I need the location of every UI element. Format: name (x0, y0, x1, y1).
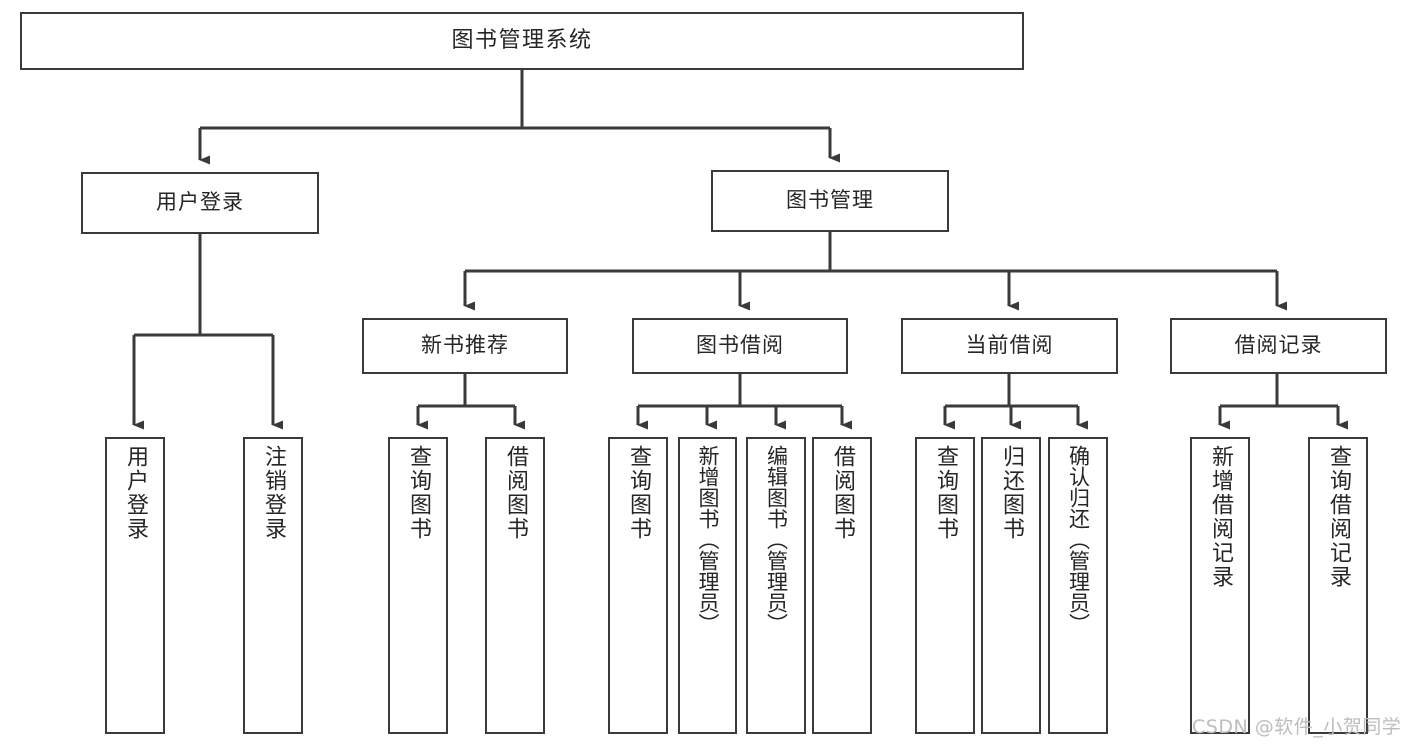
node-new-book-recommend-label: 新书推荐 (421, 333, 509, 358)
node-leaf-logout-login-label: 注销登录 (261, 445, 286, 541)
node-new-book-recommend[interactable]: 新书推荐 (362, 318, 568, 374)
node-user-login[interactable]: 用户登录 (81, 172, 319, 234)
node-leaf-return-book-label: 归还图书 (999, 445, 1024, 541)
node-leaf-edit-book-admin-label: 编辑图书（管理员） (764, 445, 789, 634)
node-book-manage-label: 图书管理 (786, 188, 874, 213)
node-leaf-add-borrow-record[interactable]: 新增借阅记录 (1190, 437, 1250, 734)
node-current-borrow-label: 当前借阅 (965, 333, 1054, 358)
node-leaf-query-borrow-record[interactable]: 查询借阅记录 (1308, 437, 1368, 734)
node-book-borrow-label: 图书借阅 (696, 333, 784, 358)
node-root-label: 图书管理系统 (451, 27, 593, 53)
node-leaf-edit-book-admin[interactable]: 编辑图书（管理员） (746, 437, 806, 734)
node-current-borrow[interactable]: 当前借阅 (901, 318, 1118, 374)
node-book-borrow[interactable]: 图书借阅 (632, 318, 848, 374)
node-leaf-add-book-admin-label: 新增图书（管理员） (696, 445, 720, 634)
node-leaf-borrow-book-recommend-label: 借阅图书 (503, 445, 528, 541)
node-user-login-label: 用户登录 (156, 190, 244, 215)
node-leaf-logout-login[interactable]: 注销登录 (243, 437, 303, 734)
csdn-watermark: CSDN @软件_小贺同学 (1192, 716, 1402, 738)
node-root[interactable]: 图书管理系统 (20, 12, 1024, 70)
node-borrow-record[interactable]: 借阅记录 (1170, 318, 1387, 374)
node-leaf-user-login-label: 用户登录 (123, 445, 148, 541)
node-leaf-add-borrow-record-label: 新增借阅记录 (1208, 445, 1233, 589)
node-leaf-query-book-current-label: 查询图书 (933, 445, 958, 541)
node-leaf-query-book-recommend-label: 查询图书 (406, 445, 431, 541)
node-leaf-confirm-return-admin-label: 确认归还（管理员） (1066, 445, 1091, 634)
node-leaf-add-book-admin[interactable]: 新增图书（管理员） (678, 437, 737, 734)
node-leaf-query-borrow-record-label: 查询借阅记录 (1326, 445, 1351, 589)
node-leaf-borrow-book-label: 借阅图书 (830, 445, 855, 541)
node-leaf-query-book-recommend[interactable]: 查询图书 (388, 437, 448, 734)
node-leaf-borrow-book-recommend[interactable]: 借阅图书 (485, 437, 545, 734)
node-leaf-confirm-return-admin[interactable]: 确认归还（管理员） (1048, 437, 1108, 734)
node-leaf-user-login[interactable]: 用户登录 (105, 437, 165, 734)
node-leaf-query-book-borrow-label: 查询图书 (626, 445, 651, 541)
node-borrow-record-label: 借阅记录 (1234, 333, 1323, 358)
node-book-manage[interactable]: 图书管理 (711, 170, 949, 232)
node-leaf-query-book-borrow[interactable]: 查询图书 (608, 437, 668, 734)
node-leaf-query-book-current[interactable]: 查询图书 (915, 437, 975, 734)
node-leaf-borrow-book[interactable]: 借阅图书 (812, 437, 872, 734)
node-leaf-return-book[interactable]: 归还图书 (981, 437, 1041, 734)
